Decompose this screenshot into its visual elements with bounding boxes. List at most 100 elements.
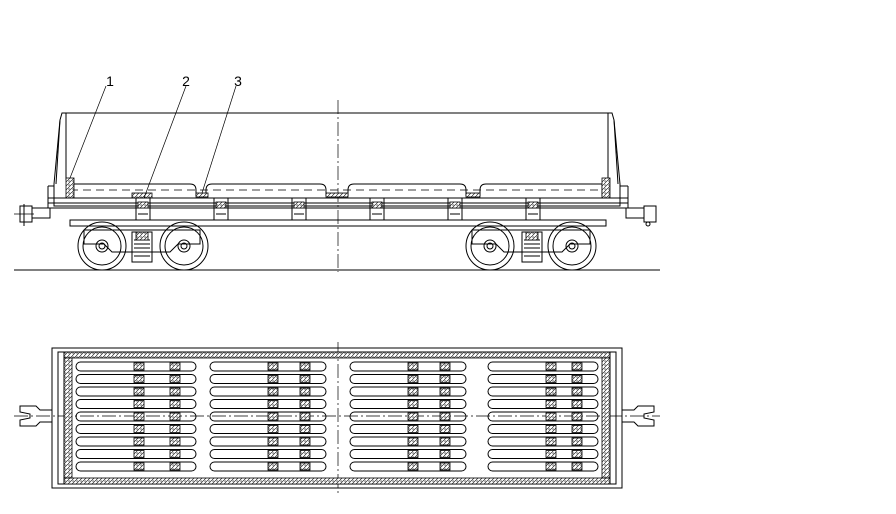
support-block bbox=[439, 387, 451, 396]
plan-coupler-right bbox=[622, 405, 655, 427]
support-block bbox=[133, 437, 145, 446]
end-wall-lining-left bbox=[65, 177, 75, 199]
cargo-slot bbox=[349, 399, 467, 409]
support-block bbox=[571, 362, 583, 371]
cargo-slot bbox=[349, 461, 467, 472]
cargo-support-pads bbox=[69, 183, 606, 199]
support-block bbox=[439, 400, 451, 408]
cargo-slot bbox=[349, 374, 467, 384]
support-block bbox=[407, 387, 419, 396]
support-block bbox=[133, 412, 145, 421]
cargo-slot bbox=[75, 386, 197, 397]
support-block bbox=[299, 437, 311, 446]
support-block bbox=[299, 375, 311, 383]
wheel bbox=[547, 221, 597, 271]
support-block bbox=[299, 387, 311, 396]
support-block bbox=[545, 462, 557, 471]
support-block bbox=[571, 375, 583, 383]
support-block bbox=[545, 437, 557, 446]
support-block bbox=[267, 375, 279, 383]
support-block bbox=[169, 437, 181, 446]
support-block bbox=[545, 400, 557, 408]
cargo-slot bbox=[487, 374, 599, 384]
support-block bbox=[133, 450, 145, 458]
callout-1-leader bbox=[69, 85, 107, 179]
cargo-slot bbox=[487, 361, 599, 372]
coupler-right bbox=[625, 205, 657, 227]
support-block bbox=[299, 400, 311, 408]
cargo-slot bbox=[349, 449, 467, 459]
support-block bbox=[571, 462, 583, 471]
support-block bbox=[267, 362, 279, 371]
support-block bbox=[267, 425, 279, 433]
cargo-slot bbox=[75, 461, 197, 472]
bogie-right bbox=[465, 221, 597, 271]
support-block bbox=[299, 425, 311, 433]
support-block bbox=[267, 387, 279, 396]
cargo-slot bbox=[487, 436, 599, 447]
support-block bbox=[407, 400, 419, 408]
support-block bbox=[545, 425, 557, 433]
cargo-slot bbox=[349, 386, 467, 397]
support-block bbox=[299, 362, 311, 371]
center-sill bbox=[69, 219, 607, 227]
end-lining-right bbox=[601, 357, 611, 479]
end-wall-lining-right bbox=[601, 177, 611, 199]
support-block bbox=[267, 462, 279, 471]
support-block bbox=[571, 387, 583, 396]
support-block bbox=[133, 462, 145, 471]
cargo-slot bbox=[209, 461, 327, 472]
support-block bbox=[439, 375, 451, 383]
support-block bbox=[545, 362, 557, 371]
cargo-slot bbox=[75, 374, 197, 384]
cargo-slot bbox=[209, 449, 327, 459]
cargo-slot bbox=[487, 424, 599, 434]
cargo-slot bbox=[487, 449, 599, 459]
cargo-slot bbox=[487, 386, 599, 397]
callout-2-leader bbox=[143, 85, 187, 199]
cargo-slot bbox=[209, 411, 327, 422]
support-block bbox=[407, 362, 419, 371]
support-block bbox=[571, 425, 583, 433]
support-block bbox=[169, 425, 181, 433]
support-block bbox=[407, 375, 419, 383]
side-rail-bottom bbox=[63, 477, 611, 485]
cargo-slot bbox=[209, 436, 327, 447]
support-block bbox=[545, 387, 557, 396]
cargo-slot bbox=[209, 386, 327, 397]
callout-1-label: 1 bbox=[106, 73, 114, 89]
support-block bbox=[267, 450, 279, 458]
coupler-left bbox=[14, 204, 51, 226]
support-block bbox=[571, 437, 583, 446]
support-block bbox=[407, 462, 419, 471]
cargo-slot bbox=[487, 399, 599, 409]
support-block bbox=[299, 412, 311, 421]
support-block bbox=[407, 412, 419, 421]
cargo-slot bbox=[349, 361, 467, 372]
support-block bbox=[267, 412, 279, 421]
support-block bbox=[545, 375, 557, 383]
support-block bbox=[571, 412, 583, 421]
wheel bbox=[159, 221, 209, 271]
cargo-slot bbox=[75, 399, 197, 409]
wheel bbox=[77, 221, 127, 271]
end-lining-left bbox=[63, 357, 73, 479]
side-rail-top bbox=[63, 351, 611, 359]
cargo-slot bbox=[487, 411, 599, 422]
cargo-slot bbox=[209, 374, 327, 384]
cargo-slot bbox=[75, 411, 197, 422]
support-block bbox=[439, 437, 451, 446]
support-block bbox=[133, 400, 145, 408]
callout-2-label: 2 bbox=[182, 73, 190, 89]
support-block bbox=[169, 387, 181, 396]
support-block bbox=[439, 362, 451, 371]
support-block bbox=[169, 450, 181, 458]
support-block bbox=[439, 412, 451, 421]
plan-coupler-left bbox=[19, 405, 52, 427]
support-block bbox=[571, 450, 583, 458]
cargo-slot bbox=[349, 436, 467, 447]
support-block bbox=[169, 412, 181, 421]
support-block bbox=[133, 362, 145, 371]
support-block bbox=[299, 462, 311, 471]
